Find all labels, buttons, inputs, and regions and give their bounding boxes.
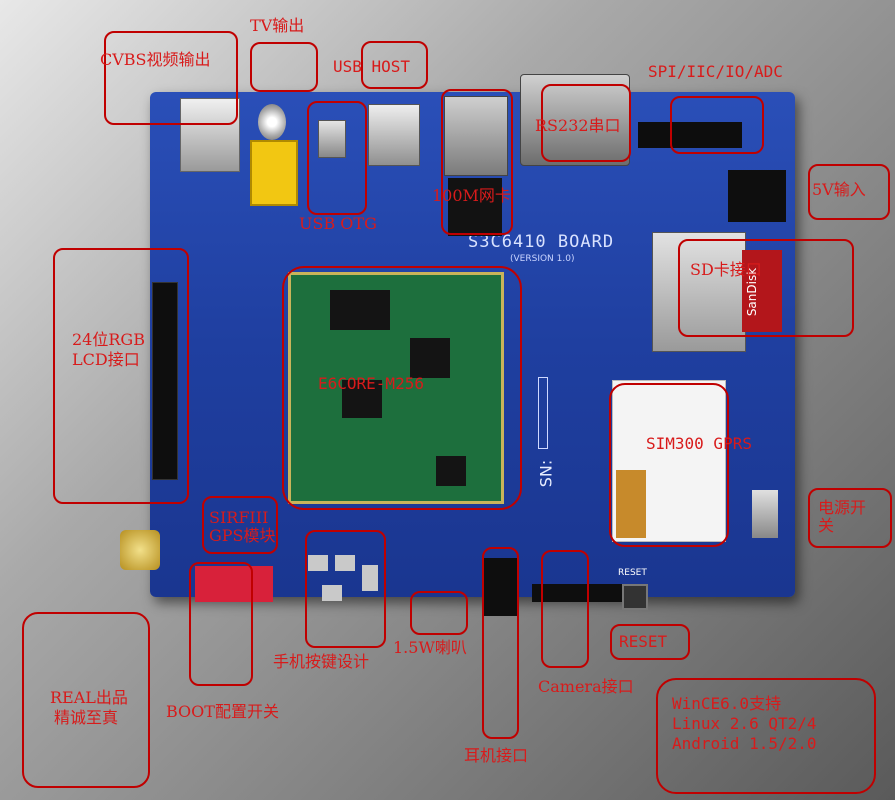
box-cvbs: [104, 31, 238, 125]
slide-switch: [752, 490, 778, 538]
core-chip-2: [342, 380, 382, 418]
label-os-3: Android 1.5/2.0: [672, 734, 817, 753]
label-usb-host: USB HOST: [333, 57, 411, 76]
core-chip-1: [330, 290, 390, 330]
label-power-1: 电源开: [818, 498, 867, 517]
key-button-3: [322, 585, 342, 601]
box-speaker: [410, 591, 468, 635]
usb-host-connector: [368, 104, 420, 166]
label-keys: 手机按键设计: [273, 652, 370, 671]
core-module: [288, 272, 504, 504]
ethernet-block: [448, 178, 502, 236]
box-usb-otg: [307, 101, 367, 215]
label-os-1: WinCE6.0支持: [672, 694, 782, 713]
box-sd: [678, 239, 854, 337]
key-button-1: [308, 555, 328, 571]
sd-slot: [652, 232, 746, 352]
lcd-header: [152, 282, 178, 480]
label-core: E6CORE-M256: [318, 374, 424, 393]
ethernet-jack: [444, 96, 508, 176]
antenna-connector: [120, 530, 160, 570]
label-gps-2: GPS模块: [209, 526, 276, 545]
label-lcd-1: 24位RGB: [72, 330, 145, 349]
label-sd: SD卡接口: [690, 260, 762, 279]
rca-metal: [258, 104, 286, 140]
usb-otg-connector: [318, 120, 346, 158]
label-os-2: Linux 2.6 QT2/4: [672, 714, 817, 733]
dip-switch: [195, 566, 273, 602]
box-reset: [610, 624, 690, 660]
rca-connector: [250, 140, 298, 206]
box-real: [22, 612, 150, 788]
box-tv: [250, 42, 318, 92]
audio-jack-housing: [180, 98, 240, 172]
sandisk-card: [742, 250, 782, 332]
box-net: [441, 89, 513, 235]
power-jack: [728, 170, 786, 222]
label-speaker: 1.5W喇叭: [393, 638, 467, 657]
label-spi: SPI/IIC/IO/ADC: [648, 62, 783, 81]
box-rs232: [541, 84, 631, 162]
reset-silk: RESET: [618, 568, 647, 578]
label-5v: 5V输入: [812, 180, 866, 199]
key-button-4: [362, 565, 378, 591]
core-chip-4: [436, 456, 466, 486]
box-5v: [808, 164, 890, 220]
gprs-connector: [616, 470, 646, 538]
box-gps: [202, 496, 278, 554]
board-version: (VERSION 1.0): [510, 254, 575, 264]
db9-connector: [520, 74, 630, 166]
label-cvbs: CVBS视频输出: [100, 50, 211, 69]
board-title: S3C6410 BOARD: [468, 232, 615, 252]
key-button-2: [335, 555, 355, 571]
sn-silk: SN:: [536, 459, 556, 488]
label-camera: Camera接口: [538, 677, 634, 696]
label-power-2: 关: [818, 516, 835, 535]
label-earphone: 耳机接口: [464, 746, 529, 765]
label-boot: BOOT配置开关: [166, 702, 279, 721]
sn-bar: [538, 377, 548, 449]
label-reset: RESET: [619, 632, 668, 651]
label-real-1: REAL出品: [50, 688, 128, 707]
label-gps-1: SIRFIII: [209, 508, 269, 527]
reset-button: [622, 584, 648, 610]
box-lcd: [53, 248, 189, 504]
label-rs232: RS232串口: [535, 116, 621, 135]
box-usb-host: [361, 41, 428, 89]
box-sim: [609, 383, 729, 547]
label-sim: SIM300 GPRS: [646, 434, 752, 453]
camera-header: [532, 584, 622, 602]
core-chip-3: [410, 338, 450, 378]
label-lcd-2: LCD接口: [72, 350, 140, 369]
box-spi: [670, 96, 764, 154]
box-boot: [189, 562, 253, 686]
label-tv-out: TV输出: [250, 16, 305, 35]
box-earphone: [482, 547, 519, 739]
box-power: [808, 488, 892, 548]
pin-header-top: [638, 122, 742, 148]
label-net: 100M网卡: [432, 186, 511, 205]
box-keys: [305, 530, 386, 648]
box-os: [656, 678, 876, 794]
label-usb-otg: USB OTG: [299, 214, 377, 233]
box-camera: [541, 550, 589, 668]
box-core: [282, 266, 522, 510]
label-real-2: 精诚至真: [54, 708, 119, 727]
earphone-jack: [484, 558, 518, 616]
